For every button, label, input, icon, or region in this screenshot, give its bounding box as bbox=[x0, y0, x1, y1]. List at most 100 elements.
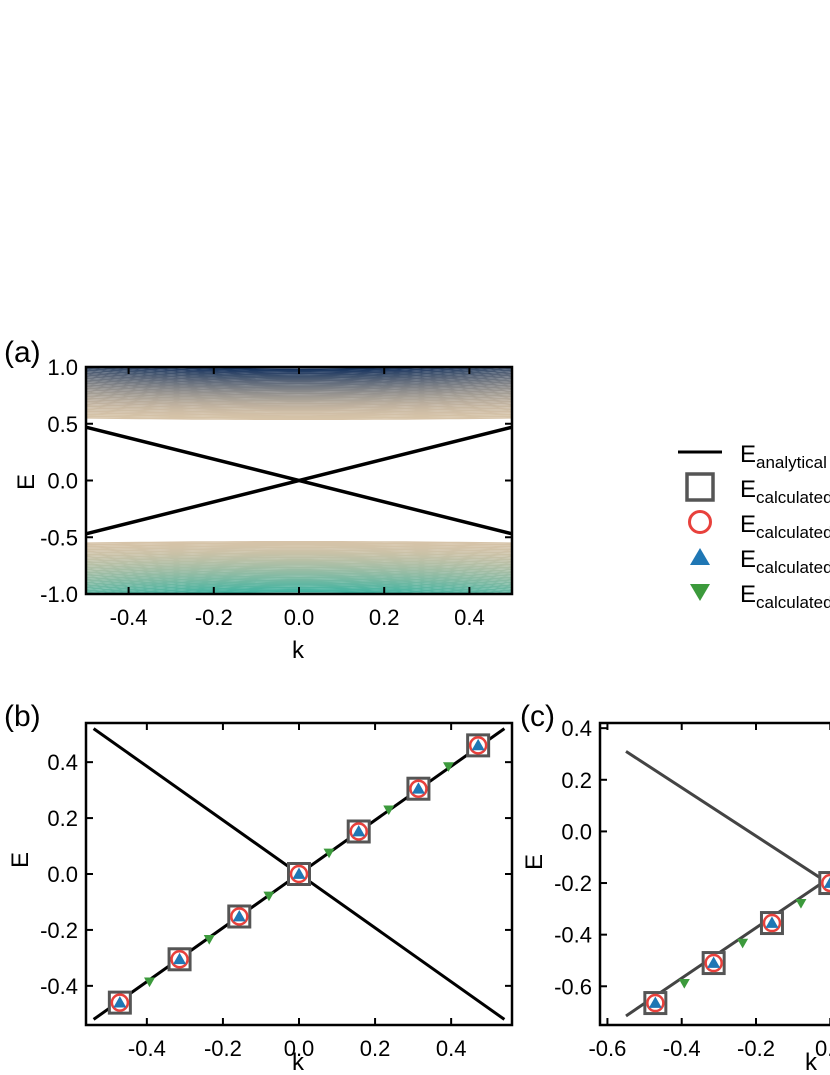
y-axis-label-b: E bbox=[7, 852, 34, 868]
panel-label-b: (b) bbox=[4, 700, 41, 733]
c-xtick-label: 0.0 bbox=[815, 1036, 830, 1061]
bulk-line-upper bbox=[86, 402, 512, 408]
bulk-line-upper bbox=[86, 372, 512, 382]
bulk-line-upper bbox=[86, 400, 512, 406]
bulk-line-lower bbox=[86, 556, 512, 563]
bulk-line-lower bbox=[86, 542, 512, 546]
triangle-down-marker bbox=[203, 935, 215, 945]
calculated-markers-b bbox=[107, 733, 491, 1015]
bulk-line-upper bbox=[86, 413, 512, 418]
x-axis-label-a: k bbox=[292, 637, 305, 664]
y-ticks-b: -0.4-0.20.00.20.4 bbox=[40, 750, 512, 999]
bulk-line-lower bbox=[86, 569, 512, 577]
a-xtick-label: 0.0 bbox=[284, 605, 315, 630]
c-ytick-label: 0.0 bbox=[561, 819, 592, 844]
bulk-line-upper bbox=[86, 374, 512, 383]
a-xtick-label: 0.2 bbox=[369, 605, 400, 630]
legend-label: Eanalytical bbox=[740, 441, 827, 472]
triangle-down-marker bbox=[442, 762, 454, 772]
a-ytick-label: 0.5 bbox=[47, 412, 78, 437]
legend-label: Ecalculated bbox=[740, 581, 830, 612]
triangle-up-marker bbox=[707, 956, 721, 968]
bulk-line-lower bbox=[86, 568, 512, 576]
c-ytick-label: -0.4 bbox=[554, 923, 592, 948]
bulk-line-lower bbox=[86, 580, 512, 591]
triangle-down-marker bbox=[678, 979, 690, 989]
bulk-line-lower bbox=[86, 576, 512, 586]
analytical-lines-c bbox=[625, 750, 830, 1018]
bulk-bands bbox=[86, 367, 512, 594]
legend: EanalyticalEcalculatedEcalculatedEcalcul… bbox=[678, 441, 830, 612]
plot-frame-c bbox=[598, 721, 830, 1027]
triangle-down-marker bbox=[323, 848, 335, 859]
bulk-line-upper bbox=[86, 410, 512, 415]
bulk-curves bbox=[86, 367, 512, 594]
triangle-up-marker bbox=[411, 782, 425, 794]
triangle-up-marker bbox=[232, 910, 246, 922]
bulk-line-upper bbox=[86, 385, 512, 393]
b-xtick-label: 0.0 bbox=[284, 1036, 315, 1061]
bulk-line-lower bbox=[86, 541, 512, 544]
triangle-up-marker bbox=[765, 916, 779, 928]
bulk-line-lower bbox=[86, 549, 512, 554]
b-ytick-label: 0.4 bbox=[47, 750, 78, 775]
y-ticks-a: -1.0-0.50.00.51.0 bbox=[40, 355, 512, 607]
bulk-line-lower bbox=[86, 551, 512, 556]
b-ytick-label: 0.2 bbox=[47, 806, 78, 831]
triangle-up-marker bbox=[648, 996, 662, 1008]
b-xtick-label: -0.4 bbox=[128, 1036, 166, 1061]
legend-label: Ecalculated bbox=[740, 476, 830, 507]
bulk-line-lower bbox=[86, 561, 512, 567]
edge-state-lines bbox=[85, 425, 513, 536]
bulk-line-upper bbox=[86, 392, 512, 399]
bulk-line-lower bbox=[86, 565, 512, 572]
bulk-line-lower bbox=[86, 555, 512, 561]
x-ticks-c: -0.6-0.4-0.20.0 bbox=[588, 723, 830, 1061]
bulk-line-upper bbox=[86, 403, 512, 409]
bulk-line-lower bbox=[86, 548, 512, 553]
panel-c: (c) -0.6-0.4-0.20.0 -0.6-0.4-0.20.00.20.… bbox=[520, 700, 830, 1075]
bulk-line-lower bbox=[86, 553, 512, 559]
a-xtick-label: 0.4 bbox=[454, 605, 485, 630]
bulk-line-lower bbox=[86, 582, 512, 592]
bulk-line-upper bbox=[86, 417, 512, 420]
bulk-line-lower bbox=[86, 545, 512, 549]
bulk-line-lower bbox=[86, 585, 512, 594]
triangle-down-marker bbox=[263, 891, 275, 902]
bulk-line-upper bbox=[86, 394, 512, 400]
bulk-line-lower bbox=[86, 573, 512, 582]
triangle-up-marker bbox=[292, 867, 306, 879]
legend-label: Ecalculated bbox=[740, 511, 830, 542]
analytical-line bbox=[625, 750, 830, 886]
b-ytick-label: -0.2 bbox=[40, 918, 78, 943]
bulk-line-upper bbox=[86, 407, 512, 412]
bulk-line-upper bbox=[86, 395, 512, 402]
c-xtick-label: -0.6 bbox=[588, 1036, 626, 1061]
bulk-line-lower bbox=[86, 571, 512, 579]
bulk-line-upper bbox=[86, 379, 512, 388]
triangle-down-marker bbox=[144, 977, 156, 988]
bulk-line-lower bbox=[86, 579, 512, 589]
b-ytick-label: 0.0 bbox=[47, 862, 78, 887]
b-xtick-label: 0.4 bbox=[436, 1036, 467, 1061]
bulk-line-lower bbox=[86, 583, 512, 594]
bulk-line-upper bbox=[86, 389, 512, 396]
legend-label: Ecalculated bbox=[740, 546, 830, 577]
c-xtick-label: -0.2 bbox=[737, 1036, 775, 1061]
panel-label-c: (c) bbox=[520, 700, 555, 733]
c-ytick-label: 0.4 bbox=[561, 716, 592, 741]
c-ytick-label: 0.2 bbox=[561, 768, 592, 793]
bulk-line-upper bbox=[86, 382, 512, 390]
bulk-line-upper bbox=[86, 415, 512, 419]
a-ytick-label: -1.0 bbox=[40, 582, 78, 607]
legend-square-marker bbox=[685, 472, 715, 502]
b-xtick-label: -0.2 bbox=[204, 1036, 242, 1061]
bulk-line-upper bbox=[86, 370, 512, 381]
bulk-line-upper bbox=[86, 405, 512, 410]
x-axis-label-c: k bbox=[805, 1049, 818, 1075]
a-xtick-label: -0.2 bbox=[195, 605, 233, 630]
